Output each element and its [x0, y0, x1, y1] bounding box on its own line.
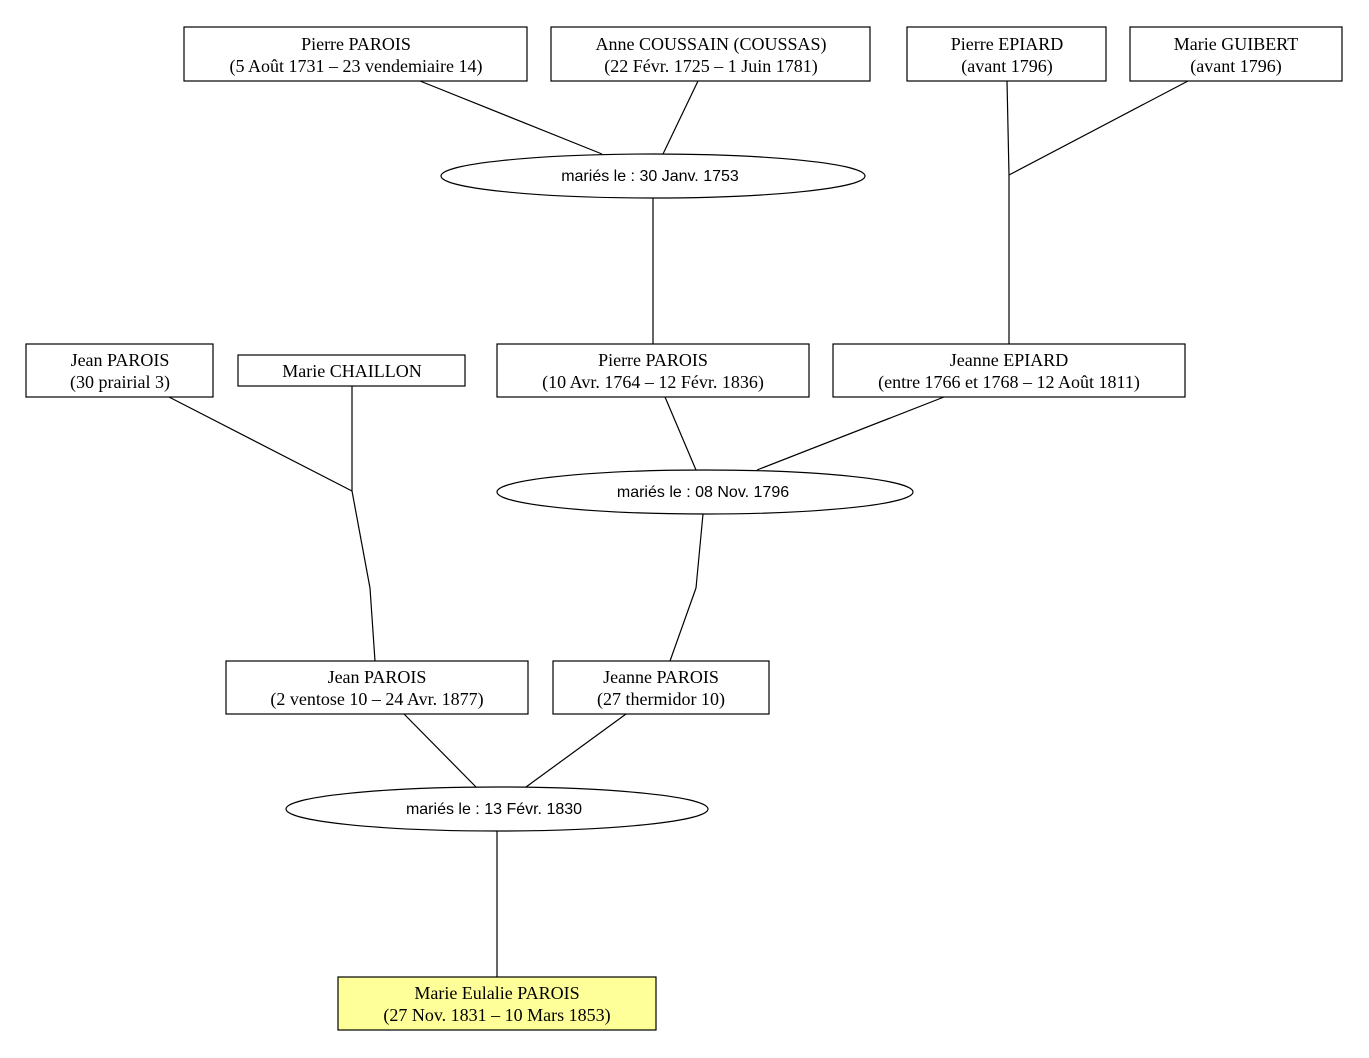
- connectors: [168, 80, 1189, 977]
- person-name: Pierre PAROIS: [598, 350, 708, 370]
- person-name: Jeanne EPIARD: [950, 350, 1068, 370]
- person-name: Pierre PAROIS: [301, 34, 411, 54]
- connector-line: [695, 513, 704, 589]
- person-name: Marie GUIBERT: [1174, 34, 1298, 54]
- connector-line: [168, 396, 353, 492]
- person-box-jeanne-parois[interactable]: Jeanne PAROIS (27 thermidor 10): [552, 660, 770, 715]
- person-box-frame: [552, 660, 770, 715]
- connector-line: [403, 713, 477, 788]
- person-box-frame: [906, 26, 1107, 82]
- person-box-frame-highlighted: [337, 976, 657, 1031]
- marriage-label: mariés le : 13 Févr. 1830: [406, 801, 582, 818]
- person-dates: (entre 1766 et 1768 – 12 Août 1811): [878, 372, 1140, 393]
- person-name: Pierre EPIARD: [951, 34, 1063, 54]
- person-dates: (2 ventose 10 – 24 Avr. 1877): [270, 689, 483, 710]
- person-box-frame: [237, 354, 466, 387]
- person-name: Jean PAROIS: [328, 667, 427, 687]
- marriage-ellipse: [496, 469, 914, 515]
- person-dates: (22 Févr. 1725 – 1 Juin 1781): [604, 56, 818, 77]
- person-dates: (10 Avr. 1764 – 12 Févr. 1836): [542, 372, 764, 393]
- person-name: Marie Eulalie PAROIS: [414, 983, 579, 1003]
- marriage-ellipse: [440, 153, 866, 199]
- person-dates: (27 Nov. 1831 – 10 Mars 1853): [383, 1005, 610, 1026]
- person-box-jean-parois-ventose-10[interactable]: Jean PAROIS (2 ventose 10 – 24 Avr. 1877…: [225, 660, 529, 715]
- connector-line: [669, 587, 697, 662]
- connector-line: [351, 490, 371, 589]
- person-name: Marie CHAILLON: [282, 361, 421, 381]
- marriage-label: mariés le : 08 Nov. 1796: [617, 484, 789, 501]
- connector-line: [662, 80, 699, 155]
- connector-line: [664, 396, 697, 471]
- marriage-node-1796: mariés le : 08 Nov. 1796: [496, 469, 914, 515]
- person-box-frame: [496, 343, 810, 398]
- person-box-pierre-parois-1731[interactable]: Pierre PAROIS (5 Août 1731 – 23 vendemia…: [183, 26, 528, 82]
- person-box-frame: [225, 660, 529, 715]
- person-box-pierre-epiard[interactable]: Pierre EPIARD (avant 1796): [906, 26, 1107, 82]
- person-box-frame: [1129, 26, 1343, 82]
- person-dates: (avant 1796): [1190, 56, 1281, 77]
- person-dates: (avant 1796): [961, 56, 1052, 77]
- person-name: Jeanne PAROIS: [603, 667, 719, 687]
- person-box-marie-guibert[interactable]: Marie GUIBERT (avant 1796): [1129, 26, 1343, 82]
- marriage-label: mariés le : 30 Janv. 1753: [561, 168, 739, 185]
- marriage-node-1830: mariés le : 13 Févr. 1830: [285, 786, 709, 832]
- person-dates: (30 prairial 3): [70, 372, 170, 393]
- marriage-ellipse: [285, 786, 709, 832]
- person-box-jeanne-epiard[interactable]: Jeanne EPIARD (entre 1766 et 1768 – 12 A…: [832, 343, 1186, 398]
- connector-line: [1006, 80, 1010, 176]
- person-box-pierre-parois-1764[interactable]: Pierre PAROIS (10 Avr. 1764 – 12 Févr. 1…: [496, 343, 810, 398]
- connector-line: [419, 80, 603, 155]
- marriage-node-1753: mariés le : 30 Janv. 1753: [440, 153, 866, 199]
- person-name: Anne COUSSAIN (COUSSAS): [595, 34, 826, 55]
- connector-line: [756, 396, 945, 471]
- person-name: Jean PAROIS: [71, 350, 170, 370]
- person-box-marie-chaillon[interactable]: Marie CHAILLON: [237, 354, 466, 387]
- connector-line: [1008, 80, 1189, 176]
- person-box-frame: [25, 343, 214, 398]
- person-box-marie-eulalie-parois[interactable]: Marie Eulalie PAROIS (27 Nov. 1831 – 10 …: [337, 976, 657, 1031]
- person-dates: (27 thermidor 10): [597, 689, 725, 710]
- person-box-frame: [550, 26, 871, 82]
- person-box-frame: [183, 26, 528, 82]
- person-box-jean-parois-prairial-3[interactable]: Jean PAROIS (30 prairial 3): [25, 343, 214, 398]
- connector-line: [369, 587, 376, 662]
- person-box-frame: [832, 343, 1186, 398]
- person-box-anne-coussain[interactable]: Anne COUSSAIN (COUSSAS) (22 Févr. 1725 –…: [550, 26, 871, 82]
- connector-line: [525, 713, 627, 788]
- person-dates: (5 Août 1731 – 23 vendemiaire 14): [230, 56, 483, 77]
